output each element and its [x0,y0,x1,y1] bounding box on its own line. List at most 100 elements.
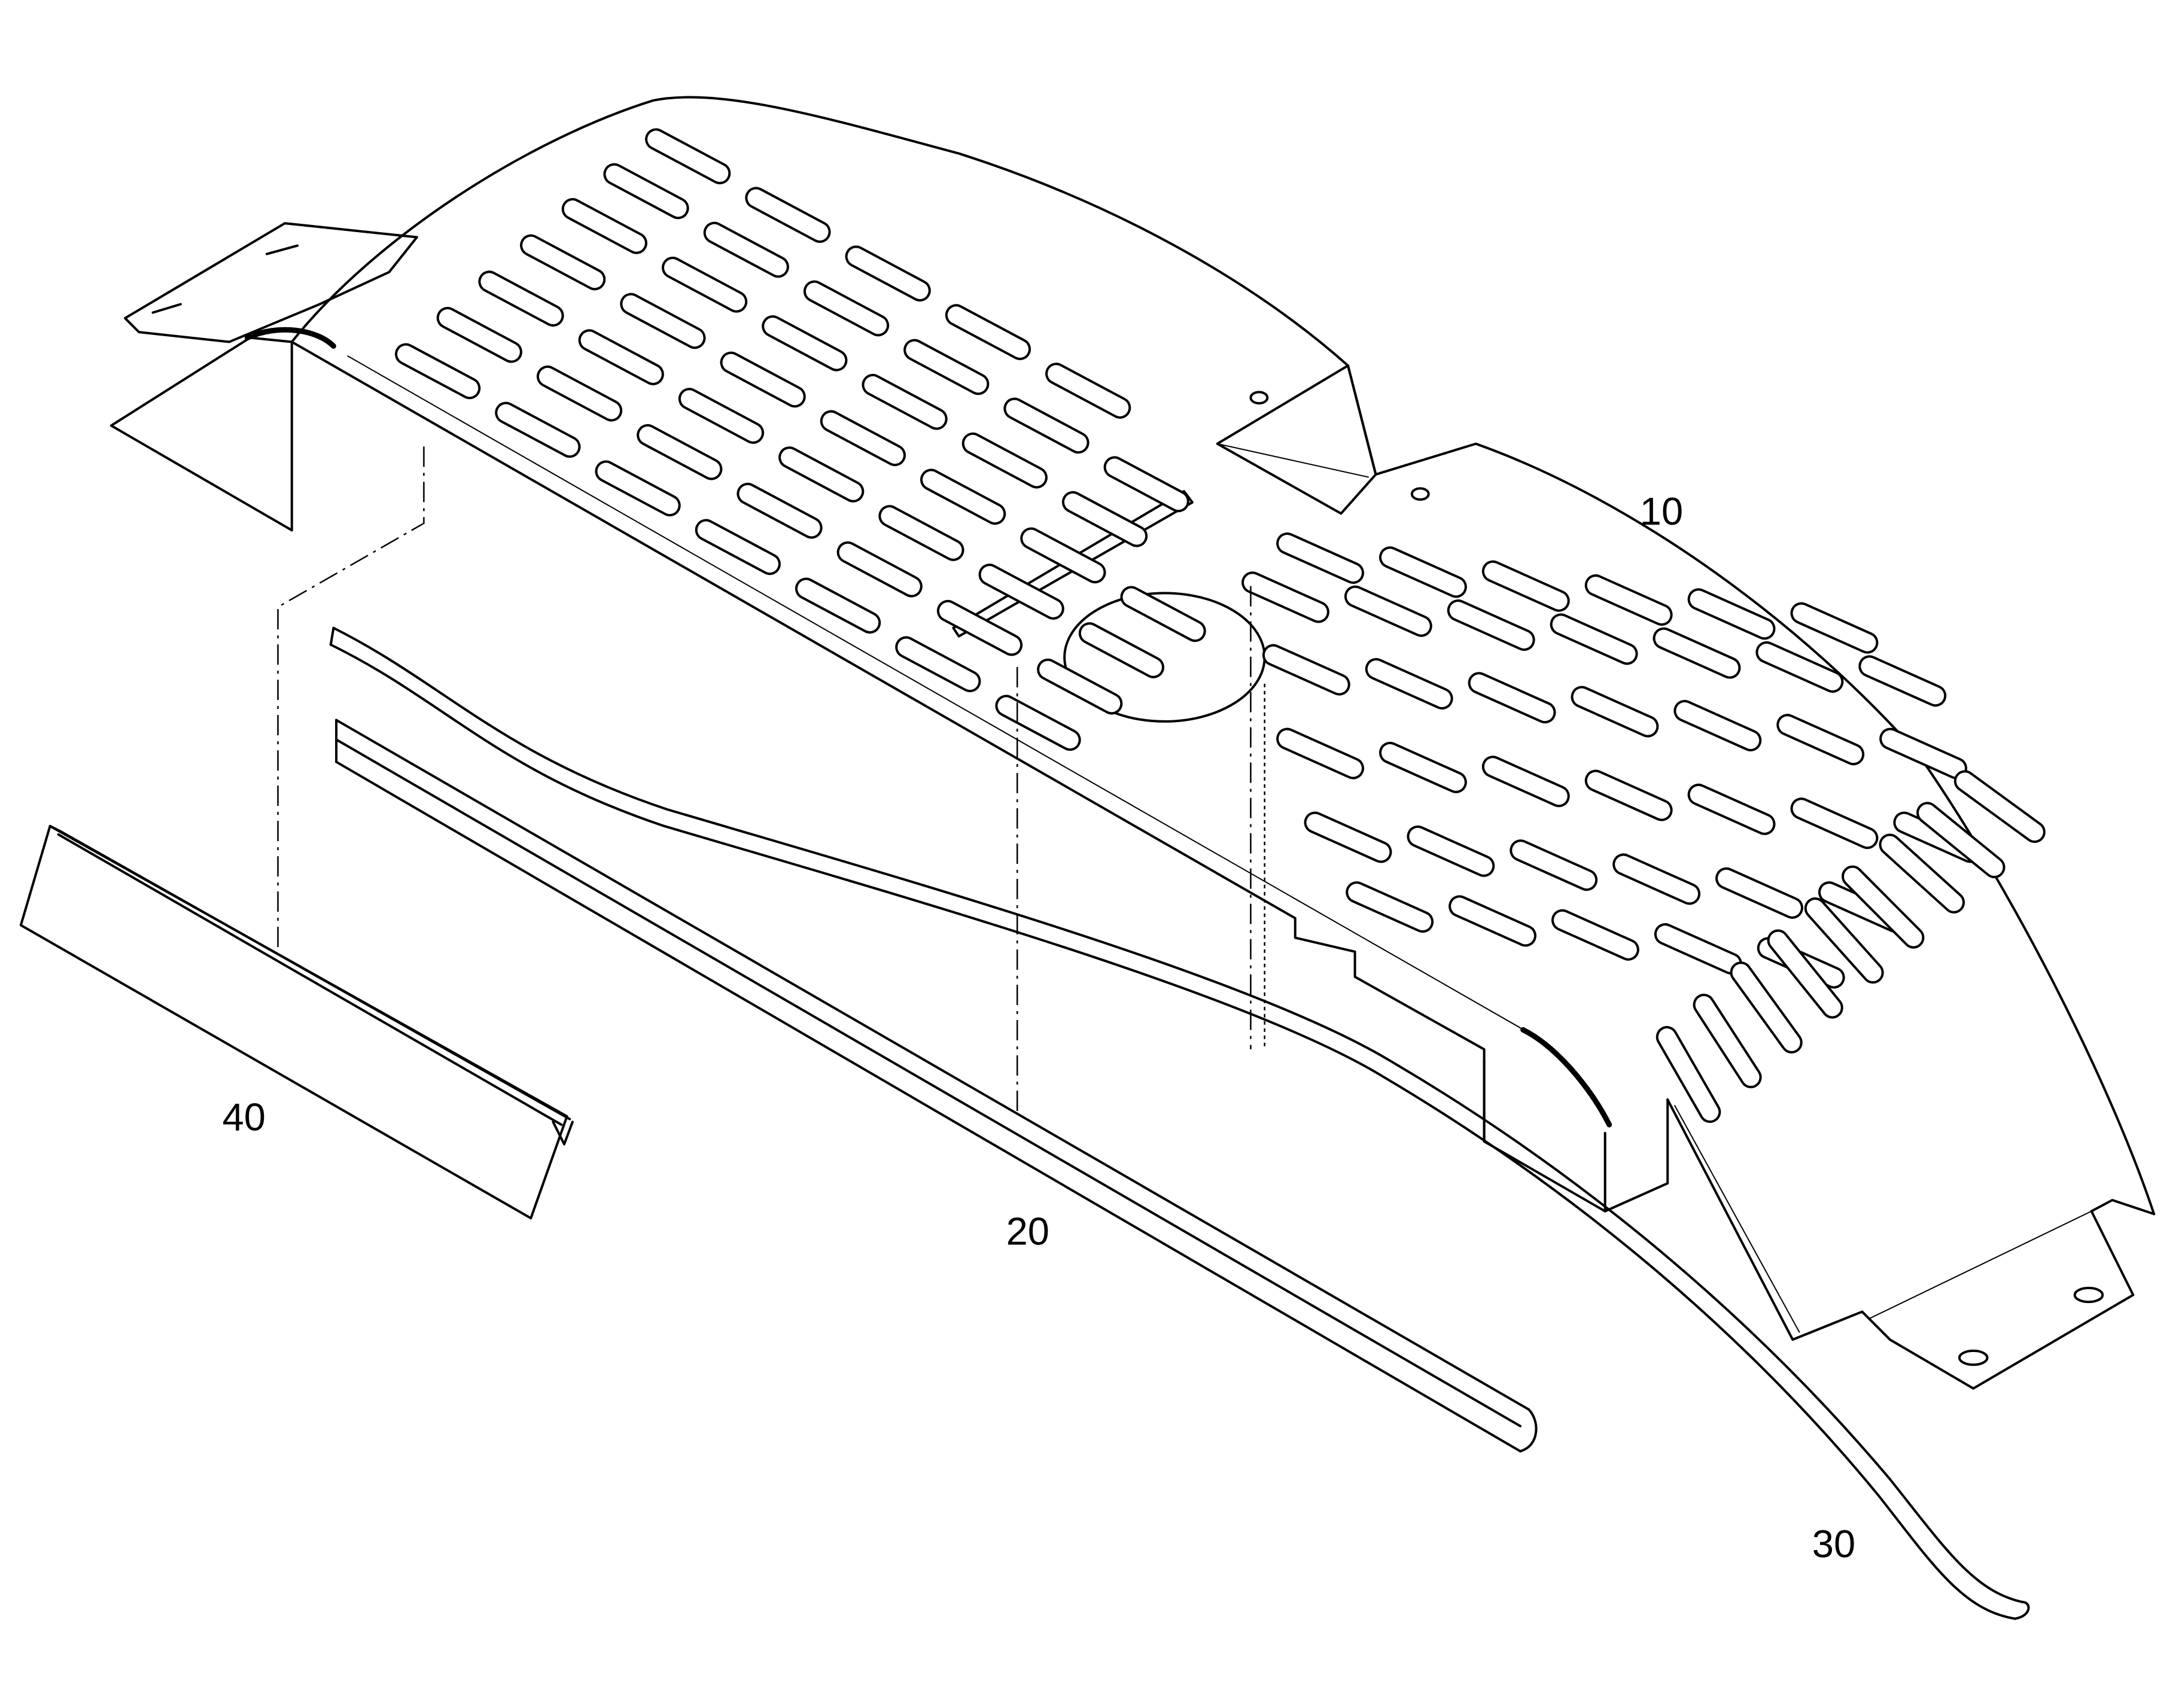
perforation-slot [1343,583,1434,638]
strip-40-face [21,826,567,1218]
left-mounting-flange [125,223,417,342]
perforation-slot [1857,653,1948,708]
perforation-slot [860,372,950,432]
seal-30-upper [333,628,2022,1602]
front-top-edge [292,342,1667,1211]
perforation-slot [835,539,925,599]
perforation-slot [434,305,525,365]
perforation-slot [1877,726,1969,781]
assembly-line-40 [278,446,424,951]
perforation-slot [918,467,1008,527]
perforation-slot [735,480,825,541]
part-20-edge-trim [336,720,1536,1451]
perforation-slot [1274,726,1366,781]
right-flange-fold [1869,1211,2092,1319]
perforation-slot [1754,640,1845,695]
panel-edge-seal-right [1523,1030,1609,1125]
perforation-slot [576,327,667,388]
center-notch [1218,366,1376,513]
perforation-slot [1550,908,1641,963]
perforation-slot [1583,768,1675,823]
trim-20-bottom [336,762,1520,1451]
trim-20-top-inner [336,739,1520,1426]
stiffening-rib [953,491,1192,637]
perforation-slot [1076,620,1167,680]
strip-40-lip [59,835,562,1125]
perforation-slot [1240,570,1331,625]
perforation-slot [534,363,625,424]
left-flange-slot [153,304,180,312]
perforation-slot [1118,584,1209,644]
perforation-slot [701,220,792,280]
perforation-slot [1583,573,1675,628]
perforation-slot [1466,670,1557,725]
perforation-slot [993,693,1084,753]
perforation-slot-grid [392,126,2048,1125]
perforation-slot [901,337,991,397]
perforation-slot [593,458,683,519]
perforation-slot [1060,489,1150,549]
perforation-slot [1654,1024,1723,1125]
strip-40-lip [50,826,570,1119]
perforation-slot [643,126,733,187]
perforation-slot [676,386,766,446]
perforation-slot [1302,809,1393,864]
perforation-slot [1651,625,1742,680]
perforation-slot [1801,894,1886,987]
perforation-slot [1727,959,1805,1057]
perforation-slot [1101,454,1192,514]
perforation-slot [1034,656,1125,717]
trim-20-top [336,720,1529,1409]
perforation-slot [1652,921,1744,976]
perforation-slot [1364,656,1455,711]
perforation-slot [943,302,1033,363]
trim-20-right-end [1520,1409,1536,1451]
perforation-slot [1914,799,2008,881]
left-flange-slot [267,246,297,254]
callout-30: 30 [1812,1522,1855,1566]
perforation-slot [1951,768,2048,846]
perforation-slot [493,400,583,460]
perforation-slot [601,161,692,221]
perforation-slot [1508,838,1599,893]
part-10-cover-panel [111,98,2154,1389]
perforation-slot [1018,525,1109,586]
left-side-gusset [111,337,292,530]
part-30-curved-seal [331,628,2029,1619]
perforation-slot [1480,754,1572,809]
center-mount-hole [1250,392,1267,403]
perforation-slot [1344,879,1435,934]
perforation-slot [893,634,984,695]
callout-labels: 10 20 30 40 [223,489,1856,1566]
perforation-slot [618,291,708,351]
perforation-slot [1002,395,1092,456]
perforation-slot [1611,851,1702,906]
perforation-slot [1377,740,1469,795]
right-flange-slot [1959,1351,1987,1365]
perforation-slot [960,430,1050,491]
perforation-slot [1377,544,1469,599]
center-mount-hole [1412,488,1429,500]
perforation-slot [1876,831,1968,917]
perforation-slot [518,232,608,293]
perforation-slot [392,341,483,401]
perforation-slot [1405,824,1496,879]
perforation-slot [818,408,908,468]
perforation-slot [976,561,1067,622]
perforation-slot [1548,611,1640,666]
perforation-slot [877,503,967,563]
callout-20: 20 [1006,1209,1049,1253]
seal-30-start [331,628,334,645]
panel-edge-seal-left [247,330,333,346]
perforation-slot [935,598,1025,658]
perforation-slot [634,422,725,482]
perforation-slot [1690,991,1764,1091]
seal-30-end [2015,1602,2029,1619]
assembly-lines [278,446,1265,1113]
panel-reference-line [348,356,1529,1033]
perforation-slot [743,185,833,245]
perforation-slot [1569,684,1660,739]
perforation-slot [1714,866,1805,921]
perforation-slot [1672,698,1763,753]
